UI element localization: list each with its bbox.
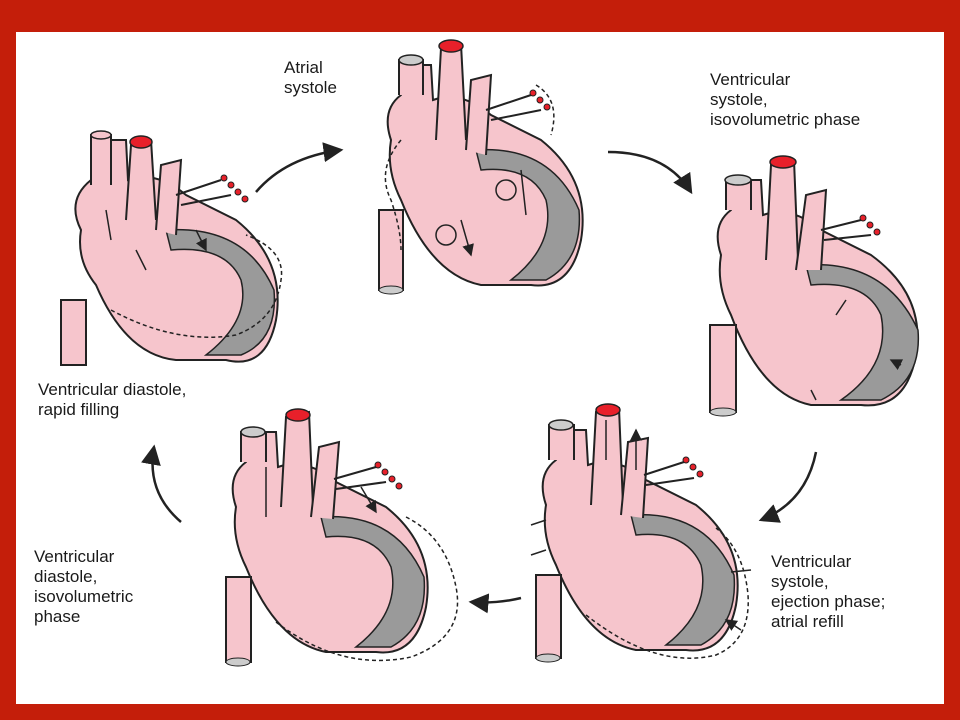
label-ventricular-diastole-rapid-filling: Ventricular diastole, rapid filling: [38, 380, 187, 419]
cycle-arrow-1: [255, 142, 344, 193]
heart-diagram-rapid-filling: [60, 130, 283, 366]
heart-diagram-diastole-isovolumetric: [225, 408, 459, 667]
heart-body: [60, 130, 283, 366]
figure-panel: Atrial systole Ventricular systole, isov…: [16, 32, 944, 704]
cycle-arrow-4: [468, 593, 522, 614]
cycle-arrows: [141, 142, 818, 614]
label-ventricular-systole-isovolumetric: Ventricular systole, isovolumetric phase: [710, 70, 861, 129]
cycle-arrow-2: [607, 150, 693, 195]
label-ventricular-diastole-isovolumetric: Ventricular diastole, isovolumetric phas…: [34, 547, 134, 626]
heart-diagram-systole-isovolumetric: [709, 155, 920, 417]
label-atrial-systole: Atrial systole: [284, 58, 337, 97]
heart-diagram-ejection: [530, 403, 752, 663]
heart-diagram-atrial-systole: [378, 39, 584, 295]
cycle-arrow-3: [758, 451, 818, 523]
label-ventricular-systole-ejection: Ventricular systole, ejection phase; atr…: [771, 552, 886, 631]
cycle-arrow-5: [141, 444, 182, 523]
